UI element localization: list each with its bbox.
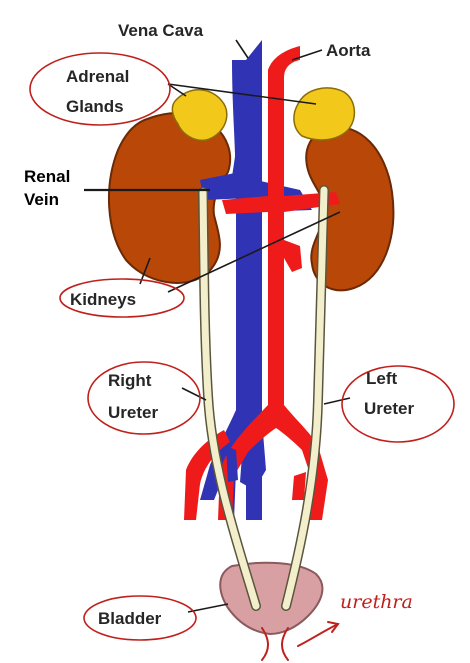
label-right-ureter-line2: Ureter (108, 403, 158, 422)
bladder-organ (220, 563, 322, 634)
label-adrenal-line2: Glands (66, 97, 124, 116)
right-ureter-leader (182, 388, 206, 400)
label-right-ureter-line1: Right (108, 371, 152, 390)
label-renal-line1: Renal (24, 167, 70, 186)
urethra-arrow-shaft (298, 624, 338, 646)
label-adrenal-line1: Adrenal (66, 67, 129, 86)
label-kidneys: Kidneys (70, 290, 136, 309)
left-ureter-leader (324, 398, 350, 404)
vena-cava-leader (236, 40, 248, 58)
label-left-ureter-line2: Ureter (364, 399, 414, 418)
adrenal-gland-left (294, 88, 354, 140)
label-bladder: Bladder (98, 609, 162, 628)
label-left-ureter-line1: Left (366, 369, 398, 388)
label-aorta: Aorta (326, 41, 371, 60)
label-renal-line2: Vein (24, 190, 59, 209)
label-vena-cava: Vena Cava (118, 21, 204, 40)
label-urethra-handwritten: urethra (340, 591, 413, 613)
